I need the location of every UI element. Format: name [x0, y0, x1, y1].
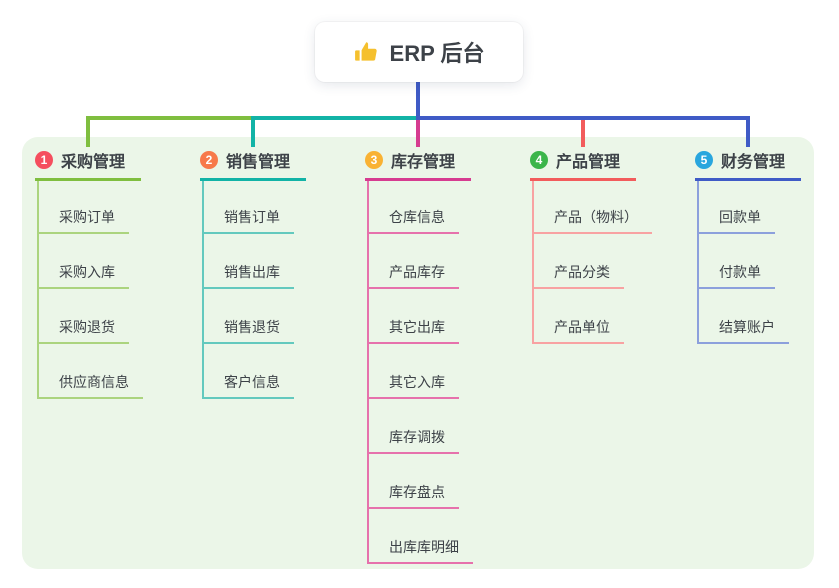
thumbs-up-icon — [354, 42, 377, 61]
child-topic-label: 采购入库 — [39, 262, 129, 289]
child-topic[interactable]: 采购订单 — [39, 181, 143, 234]
child-topic-label: 客户信息 — [204, 372, 294, 399]
child-topic[interactable]: 其它入库 — [369, 344, 473, 399]
child-topic-label: 供应商信息 — [39, 372, 143, 399]
branch-topic-4[interactable]: 4 产品管理 — [530, 148, 636, 181]
branch-topic-label: 销售管理 — [226, 154, 291, 171]
branch-topic-label: 产品管理 — [556, 154, 621, 171]
branch-number-badge: 4 — [530, 151, 548, 169]
branch-column-3: 3 库存管理 仓库信息产品库存其它出库其它入库库存调拨库存盘点出库库明细 — [365, 148, 473, 564]
child-topic-label: 其它出库 — [369, 317, 459, 344]
child-topic[interactable]: 销售出库 — [204, 234, 306, 289]
child-topic[interactable]: 回款单 — [699, 181, 801, 234]
child-topic[interactable]: 结算账户 — [699, 289, 801, 344]
child-topic-label: 销售订单 — [204, 207, 294, 234]
child-topic[interactable]: 销售退货 — [204, 289, 306, 344]
child-topic[interactable]: 付款单 — [699, 234, 801, 289]
branch-number-badge: 1 — [35, 151, 53, 169]
branch-column-2: 2 销售管理 销售订单销售出库销售退货客户信息 — [200, 148, 306, 399]
branch-number-badge: 5 — [695, 151, 713, 169]
child-topic-label: 付款单 — [699, 262, 775, 289]
branch-topic-label: 采购管理 — [61, 154, 126, 171]
child-topic-label: 销售退货 — [204, 317, 294, 344]
child-topic[interactable]: 采购入库 — [39, 234, 143, 289]
child-topic[interactable]: 产品分类 — [534, 234, 652, 289]
branch-topic-3[interactable]: 3 库存管理 — [365, 148, 471, 181]
child-topic[interactable]: 产品单位 — [534, 289, 652, 344]
branch-topic-label: 库存管理 — [391, 154, 456, 171]
branch-topic-5[interactable]: 5 财务管理 — [695, 148, 801, 181]
child-topic-label: 回款单 — [699, 207, 775, 234]
child-topic-label: 仓库信息 — [369, 207, 459, 234]
branch-column-5: 5 财务管理 回款单付款单结算账户 — [695, 148, 801, 344]
child-topic-label: 其它入库 — [369, 372, 459, 399]
branch-column-4: 4 产品管理 产品（物料） 产品分类产品单位 — [530, 148, 652, 344]
child-topic[interactable]: 销售订单 — [204, 181, 306, 234]
child-topic-label: 产品库存 — [369, 262, 459, 289]
branch-children: 回款单付款单结算账户 — [697, 181, 801, 344]
child-topic-label: 结算账户 — [699, 317, 789, 344]
branch-number-badge: 3 — [365, 151, 383, 169]
child-topic-label: 销售出库 — [204, 262, 294, 289]
child-topic-label: 产品（物料） — [534, 207, 652, 234]
root-topic[interactable]: ERP 后台 — [315, 22, 523, 82]
branch-children: 产品（物料） 产品分类产品单位 — [532, 181, 652, 344]
child-topic[interactable]: 采购退货 — [39, 289, 143, 344]
mindmap-panel — [22, 137, 814, 569]
child-topic[interactable]: 库存调拨 — [369, 399, 473, 454]
branch-topic-label: 财务管理 — [721, 154, 786, 171]
child-topic-label: 采购退货 — [39, 317, 129, 344]
child-topic-label: 产品单位 — [534, 317, 624, 344]
child-topic-label: 采购订单 — [39, 207, 129, 234]
branch-column-1: 1 采购管理 采购订单采购入库采购退货供应商信息 — [35, 148, 143, 399]
child-topic[interactable]: 供应商信息 — [39, 344, 143, 399]
branch-children: 采购订单采购入库采购退货供应商信息 — [37, 181, 143, 399]
branch-number-badge: 2 — [200, 151, 218, 169]
child-topic[interactable]: 出库库明细 — [369, 509, 473, 564]
branch-children: 销售订单销售出库销售退货客户信息 — [202, 181, 306, 399]
child-topic[interactable]: 产品库存 — [369, 234, 473, 289]
child-topic[interactable]: 仓库信息 — [369, 181, 473, 234]
child-topic-label: 产品分类 — [534, 262, 624, 289]
child-topic-label: 出库库明细 — [369, 537, 473, 564]
child-topic[interactable]: 产品（物料） — [534, 181, 652, 234]
root-topic-label: ERP 后台 — [389, 41, 485, 66]
child-topic[interactable]: 客户信息 — [204, 344, 306, 399]
branch-topic-1[interactable]: 1 采购管理 — [35, 148, 141, 181]
child-topic-label: 库存盘点 — [369, 482, 459, 509]
branch-topic-2[interactable]: 2 销售管理 — [200, 148, 306, 181]
child-topic[interactable]: 其它出库 — [369, 289, 473, 344]
child-topic-label: 库存调拨 — [369, 427, 459, 454]
branch-children: 仓库信息产品库存其它出库其它入库库存调拨库存盘点出库库明细 — [367, 181, 473, 564]
child-topic[interactable]: 库存盘点 — [369, 454, 473, 509]
